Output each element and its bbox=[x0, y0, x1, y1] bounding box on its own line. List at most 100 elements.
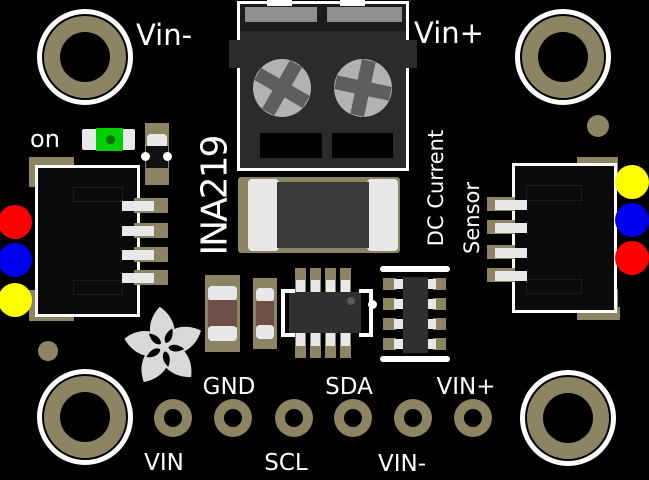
pin-hole-vin-plus bbox=[454, 399, 492, 437]
pin-label-vin-plus: VIN+ bbox=[436, 374, 496, 400]
pin-hole-sda bbox=[334, 399, 372, 437]
network-pin-pad bbox=[433, 298, 446, 310]
network-pin-pad bbox=[433, 338, 446, 350]
resistor-body bbox=[208, 300, 237, 327]
wire-dot-yellow-right bbox=[615, 165, 649, 199]
shunt-resistor bbox=[238, 177, 400, 253]
jst-pin-leg bbox=[495, 200, 527, 210]
resistor-cap bbox=[256, 325, 274, 339]
hole-ring bbox=[37, 9, 133, 105]
wire-dot-yellow-left bbox=[0, 283, 32, 317]
pin-label-vin-minus: VIN- bbox=[377, 451, 427, 477]
network-pin-leg bbox=[427, 279, 436, 289]
pin-hole-scl bbox=[275, 399, 313, 437]
network-pin-pad bbox=[433, 318, 446, 330]
ic-pin-leg bbox=[296, 333, 305, 346]
jst-pin-leg bbox=[495, 223, 527, 233]
hole-ring bbox=[515, 9, 611, 105]
silkscreen-dot bbox=[368, 300, 377, 309]
label-led-on: on bbox=[30, 125, 60, 153]
resistor-cap bbox=[256, 288, 274, 302]
network-pin-pad bbox=[383, 278, 396, 290]
screw-terminal-block bbox=[237, 1, 409, 171]
network-pin-leg bbox=[427, 339, 436, 349]
ic-pin-leg bbox=[341, 280, 350, 293]
wire-dot-red-left bbox=[0, 205, 32, 239]
adafruit-flower-logo bbox=[124, 306, 201, 383]
resistor-1 bbox=[205, 275, 240, 352]
pin-label-gnd: GND bbox=[202, 374, 256, 400]
mounting-hole-bottom-left bbox=[37, 369, 133, 465]
network-pin-leg bbox=[394, 339, 404, 349]
via-bottom-left bbox=[38, 341, 58, 361]
shunt-body bbox=[277, 182, 369, 248]
ic-pin-leg bbox=[296, 280, 305, 293]
network-silk-line-top bbox=[380, 266, 450, 272]
label-sensor: Sensor bbox=[460, 182, 484, 254]
via-top-right bbox=[587, 115, 609, 137]
terminal-top-tab bbox=[340, 0, 365, 6]
phillips-cross-icon bbox=[334, 59, 392, 117]
led-die-dot bbox=[106, 135, 115, 144]
mounting-hole-top-right bbox=[515, 9, 611, 105]
network-pin-pad bbox=[383, 338, 396, 350]
resistor-cap bbox=[208, 286, 237, 301]
ic-pin-leg bbox=[326, 280, 335, 293]
pin-label-vin: VIN bbox=[144, 450, 184, 476]
resistor-network-body bbox=[403, 277, 428, 353]
hole-ring bbox=[520, 370, 616, 466]
mounting-hole-top-left bbox=[37, 9, 133, 105]
pin-label-sda: SDA bbox=[325, 374, 373, 400]
ic-pin-leg bbox=[341, 333, 350, 346]
hole-bore bbox=[538, 32, 588, 82]
hole-bore bbox=[543, 393, 593, 443]
resistor-cap bbox=[208, 326, 237, 341]
pin-hole-vin-minus bbox=[394, 399, 432, 437]
terminal-side-tab-left bbox=[229, 40, 240, 68]
transistor-notch bbox=[163, 152, 172, 161]
terminal-screw-left bbox=[253, 59, 311, 117]
network-pin-leg bbox=[394, 299, 404, 309]
silkscreen-bracket-left bbox=[281, 289, 295, 337]
hole-bore bbox=[60, 32, 110, 82]
hole-ring bbox=[37, 369, 133, 465]
terminal-wire-opening-right bbox=[332, 133, 393, 158]
network-pin-pad bbox=[383, 298, 396, 310]
pin1-marker-dot bbox=[347, 297, 355, 305]
shunt-end-cap bbox=[248, 179, 279, 251]
jst-pin-leg bbox=[122, 250, 154, 260]
network-pin-pad bbox=[383, 318, 396, 330]
phillips-cross-icon bbox=[253, 59, 311, 117]
terminal-screw-right bbox=[334, 59, 392, 117]
jst-detail bbox=[526, 279, 582, 294]
ic-pin-leg bbox=[311, 333, 320, 346]
terminal-entry-slot-left bbox=[245, 7, 317, 22]
network-pin-leg bbox=[427, 319, 436, 329]
resistor-body bbox=[256, 301, 274, 326]
label-vin-minus-top: Vin- bbox=[135, 18, 193, 52]
silkscreen-bracket-right bbox=[359, 289, 373, 337]
wire-dot-red-right bbox=[615, 241, 649, 275]
label-vin-plus-top: Vin+ bbox=[414, 16, 484, 50]
jst-pin-leg bbox=[122, 201, 154, 211]
pin-hole-vin bbox=[154, 399, 192, 437]
label-ina219: INA219 bbox=[194, 136, 236, 256]
shunt-end-cap bbox=[367, 179, 398, 251]
hole-bore bbox=[60, 392, 110, 442]
jst-left-tab-top bbox=[29, 157, 38, 187]
network-pin-leg bbox=[394, 279, 404, 289]
terminal-side-tab-right bbox=[406, 40, 417, 68]
ic-pin-leg bbox=[311, 280, 320, 293]
mounting-hole-bottom-right bbox=[520, 370, 616, 466]
terminal-entry-slot-right bbox=[327, 7, 402, 22]
label-dc-current: DC Current bbox=[424, 129, 448, 247]
network-pin-leg bbox=[427, 299, 436, 309]
terminal-wire-opening-left bbox=[260, 133, 322, 158]
jst-pin-leg bbox=[122, 273, 154, 283]
jst-pin-leg bbox=[495, 271, 527, 281]
jst-detail bbox=[73, 280, 123, 295]
terminal-top-tab bbox=[267, 0, 292, 6]
jst-pin-leg bbox=[122, 226, 154, 236]
network-silk-line-bottom bbox=[380, 356, 450, 362]
